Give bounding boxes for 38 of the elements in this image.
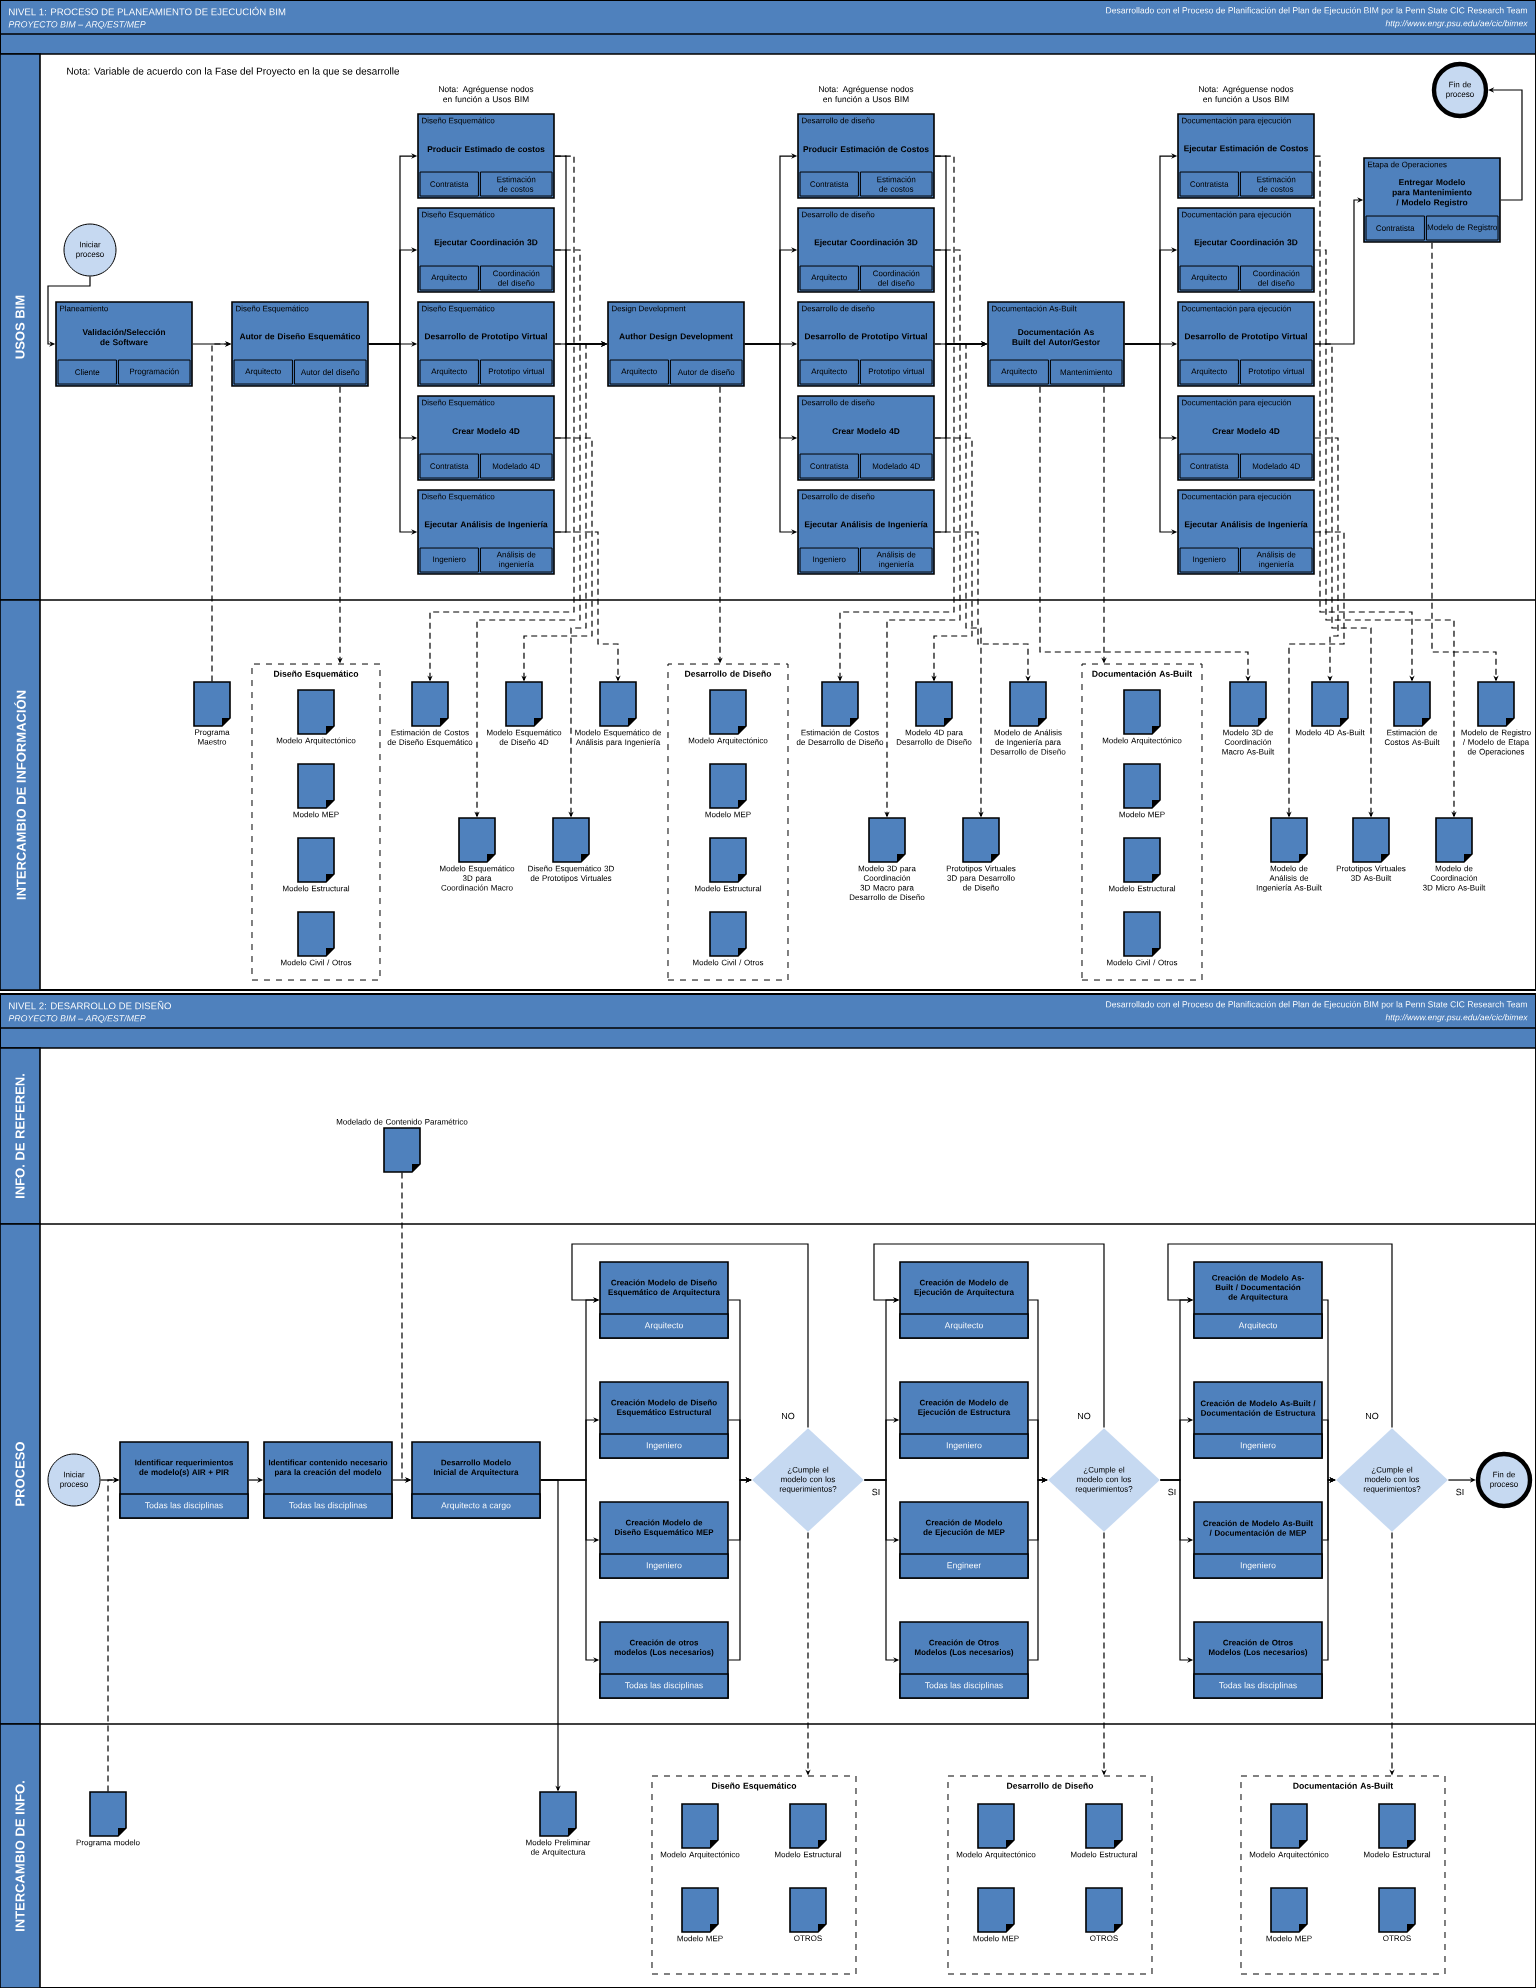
- process-box: [599, 1501, 729, 1579]
- task-box: [1177, 301, 1315, 387]
- arrow: [571, 1243, 809, 1429]
- task-box: [1177, 113, 1315, 199]
- task-box: [55, 301, 193, 387]
- task-box: [797, 301, 935, 387]
- process-box: [1193, 1501, 1323, 1579]
- task-box: [797, 113, 935, 199]
- process-box: [899, 1501, 1029, 1579]
- task-box: [417, 301, 555, 387]
- process-box: [263, 1441, 393, 1519]
- task-box: [797, 489, 935, 575]
- task-box: [1177, 489, 1315, 575]
- task-box: [417, 395, 555, 481]
- task-box: [1177, 207, 1315, 293]
- process-box: [411, 1441, 541, 1519]
- process-box: [599, 1261, 729, 1339]
- task-box: [417, 113, 555, 199]
- process-box: [899, 1621, 1029, 1699]
- process-box: [1193, 1381, 1323, 1459]
- process-box: [1193, 1621, 1323, 1699]
- task-box: [607, 301, 745, 387]
- arrow: [873, 1243, 1105, 1429]
- task-box: [987, 301, 1125, 387]
- process-box: [899, 1261, 1029, 1339]
- task-box: [797, 395, 935, 481]
- task-box: [417, 489, 555, 575]
- process-box: [1193, 1261, 1323, 1339]
- process-box: [599, 1621, 729, 1699]
- task-box: [797, 207, 935, 293]
- process-box: [599, 1381, 729, 1459]
- process-box: [119, 1441, 249, 1519]
- task-box: [1363, 157, 1501, 243]
- task-box: [231, 301, 369, 387]
- process-box: [899, 1381, 1029, 1459]
- arrow: [1167, 1243, 1393, 1429]
- task-box: [417, 207, 555, 293]
- task-box: [1177, 395, 1315, 481]
